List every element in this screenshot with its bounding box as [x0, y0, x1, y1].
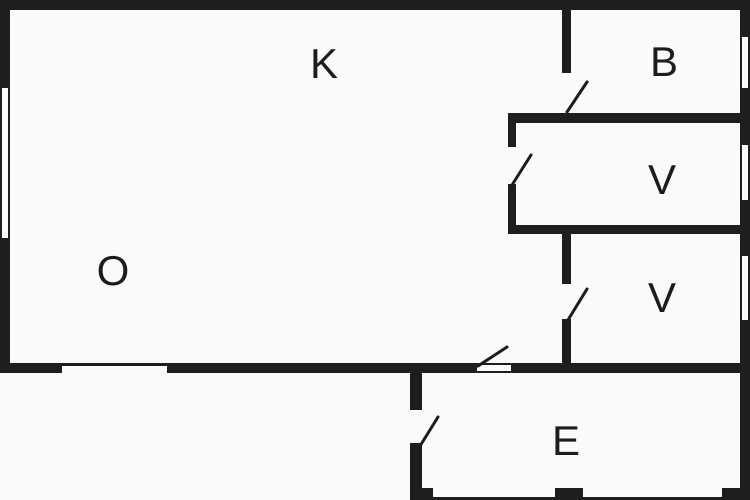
wall-bottom-seg-1	[0, 363, 62, 373]
wall-left-upper	[0, 10, 10, 88]
wall-v-upper-left-a	[508, 123, 516, 147]
room-label-b: B	[649, 38, 679, 85]
wall-k-b-divider	[562, 10, 571, 73]
window-right-v-lower	[740, 256, 750, 320]
door-swing-v-lower	[566, 287, 589, 322]
door-swing-v-upper	[510, 153, 533, 187]
room-label-v-lower: V	[647, 274, 677, 321]
window-o-bottom	[62, 363, 167, 373]
door-swing-e	[418, 415, 440, 448]
wall-right-seg-1	[740, 10, 750, 37]
wall-o-v-divider-a	[562, 234, 571, 284]
window-e-bottom-1	[433, 488, 555, 500]
window-e-bottom-2	[583, 488, 722, 500]
wall-e-left-b	[410, 443, 422, 500]
window-right-v-upper	[740, 145, 750, 200]
wall-below-b	[508, 113, 750, 123]
wall-e-bottom-seg-1	[422, 488, 433, 500]
wall-e-bottom-seg-2	[555, 488, 583, 500]
wall-e-left-a	[410, 373, 422, 410]
room-label-k: K	[309, 40, 339, 87]
room-label-e: E	[551, 417, 581, 464]
window-right-b	[740, 37, 750, 88]
wall-e-bottom-seg-3	[722, 488, 750, 500]
window-left-wall	[0, 88, 10, 238]
wall-left-lower	[0, 238, 10, 373]
wall-right-seg-4	[740, 320, 750, 500]
wall-o-v-divider-b	[562, 319, 571, 363]
room-label-v-upper: V	[647, 156, 677, 203]
room-label-o: O	[96, 247, 130, 294]
wall-top	[0, 0, 750, 10]
door-swing-b	[565, 80, 589, 114]
wall-bottom-seg-2	[167, 363, 477, 373]
wall-v-upper-bottom	[508, 225, 750, 234]
door-opening-o-e	[477, 363, 511, 373]
wall-bottom-seg-3	[511, 363, 750, 373]
wall-v-upper-left-b	[508, 184, 516, 225]
